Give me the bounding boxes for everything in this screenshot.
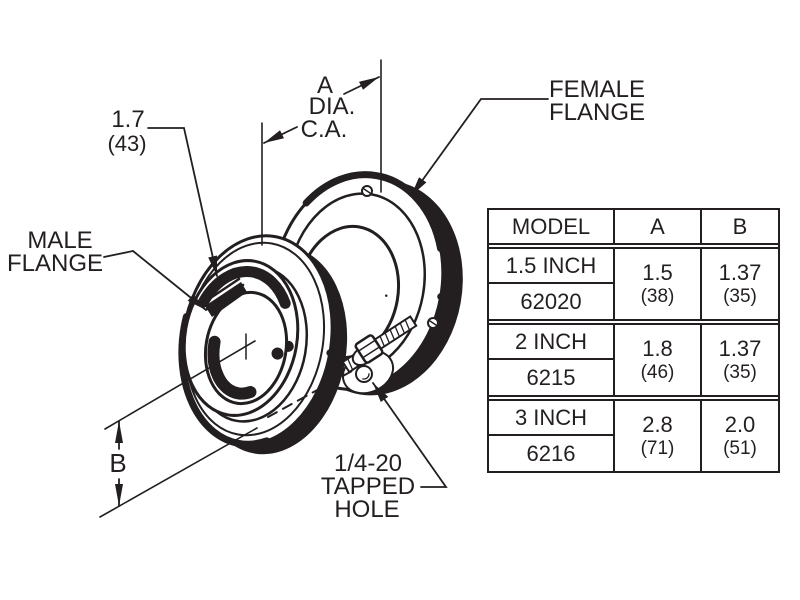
model-number: 6216	[526, 440, 576, 466]
value-b-mm: (35)	[723, 286, 757, 307]
table-header-row: MODEL A B	[489, 210, 778, 245]
male-flange-bore-shade	[207, 296, 285, 400]
dim-17-value: 1.7	[111, 106, 144, 133]
value-b: 2.0 (51)	[700, 401, 778, 471]
leader-tapped-hole	[372, 382, 448, 488]
male-flange-hub-shade	[186, 265, 296, 411]
value-b-inches: 2.0	[724, 412, 756, 437]
label-male-flange-line2: FLANGE	[7, 250, 103, 277]
leader-dim-17	[147, 127, 218, 277]
centerline	[104, 340, 256, 430]
model-size: 3 INCH	[489, 401, 613, 436]
leader-male-flange	[103, 250, 207, 311]
value-a-mm: (38)	[640, 286, 675, 307]
model-number: 6215	[526, 364, 576, 390]
label-male-flange-line1: MALE	[27, 227, 92, 254]
set-screw	[341, 315, 418, 395]
value-b-inches: 1.37	[718, 260, 762, 285]
value-a: 1.8 (46)	[613, 325, 700, 395]
label-tapped-hole-line3: HOLE	[334, 496, 399, 523]
table-header-b: B	[700, 210, 778, 243]
model-number: 62020	[520, 288, 582, 314]
value-a: 1.5 (38)	[613, 249, 700, 319]
table-header-a: A	[613, 210, 700, 243]
female-flange-face-shade	[269, 171, 447, 393]
table-row-group-3-inch: 3 INCH 6216 2.8 (71) 2.0 (51)	[489, 399, 778, 471]
value-b: 1.37 (35)	[700, 325, 778, 395]
dimension-table: MODEL A B 1.5 INCH 62020 1.5 (38) 1.37 (…	[487, 208, 780, 473]
value-b: 1.37 (35)	[700, 249, 778, 319]
dim-a-arrow-left	[263, 126, 298, 144]
label-dim-b: B	[109, 448, 126, 478]
value-a-mm: (46)	[640, 362, 675, 383]
screw-hole	[427, 317, 439, 329]
label-tapped-hole-line2: TAPPED	[321, 473, 415, 500]
label-female-flange-line2: FLANGE	[549, 99, 645, 126]
value-a-inches: 2.8	[642, 412, 673, 437]
value-a-mm: (71)	[640, 438, 675, 459]
model-size: 2 INCH	[489, 325, 613, 360]
model-size: 1.5 INCH	[489, 249, 613, 284]
label-dim-a-line2: DIA.	[309, 93, 356, 120]
leader-female-flange	[410, 98, 549, 197]
dim-17-mm: (43)	[107, 131, 146, 156]
base-extension-line	[99, 427, 258, 518]
value-a-inches: 1.8	[642, 336, 673, 361]
label-female-flange-line1: FEMALE	[549, 76, 645, 103]
dim-a-arrow-right	[343, 76, 380, 95]
label-tapped-hole-line1: 1/4-20	[334, 450, 402, 477]
label-dim-a-line1: A	[317, 72, 333, 99]
male-flange-drawing	[178, 232, 348, 455]
tapped-hole-thread	[358, 368, 370, 380]
tapped-hole	[355, 365, 373, 383]
table-row-group-1-5-inch: 1.5 INCH 62020 1.5 (38) 1.37 (35)	[489, 247, 778, 321]
male-flange-face-shade	[178, 232, 336, 448]
label-dim-a-line3: C.A.	[301, 116, 348, 143]
value-a-inches: 1.5	[642, 260, 673, 285]
value-b-mm: (35)	[723, 362, 757, 383]
screw-thread-upper	[373, 315, 418, 350]
table-header-model: MODEL	[511, 213, 591, 239]
value-b-mm: (51)	[723, 438, 757, 459]
value-b-inches: 1.37	[718, 336, 762, 361]
value-a: 2.8 (71)	[613, 401, 700, 471]
table-row-group-2-inch: 2 INCH 6215 1.8 (46) 1.37 (35)	[489, 323, 778, 397]
dim-b-arrow	[115, 420, 123, 507]
bore-flat	[201, 277, 247, 317]
screw-hole	[361, 185, 373, 197]
